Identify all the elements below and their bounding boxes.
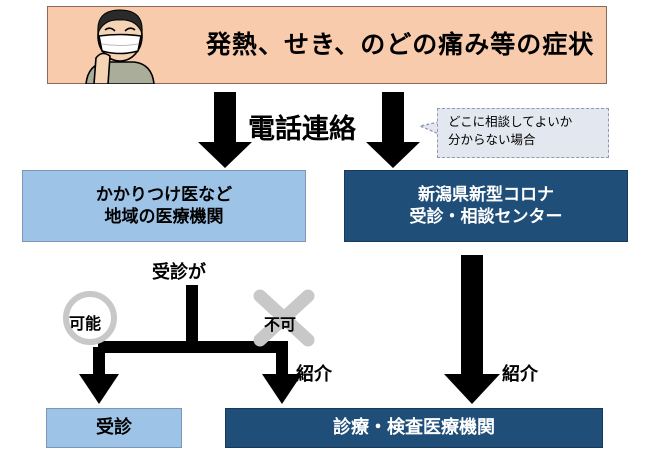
exam-facility-box: 診療・検査医療機関: [225, 408, 603, 448]
arrow-phone-right: [366, 92, 420, 168]
phone-contact-label: 電話連絡: [248, 114, 356, 145]
arrow-center-to-exam: [444, 255, 500, 404]
symptoms-box: 発熱、せき、のどの痛み等の症状: [47, 6, 607, 84]
stem-visit: [186, 285, 198, 347]
impossible-label: 不可: [264, 315, 297, 334]
clinic-line-1: かかりつけ医など: [95, 184, 233, 205]
referral-label-left: 紹介: [296, 364, 332, 385]
visit-question-label: 受診が: [152, 262, 206, 283]
consultation-box: 受診: [46, 408, 182, 448]
center-line-1: 新潟県新型コロナ: [418, 184, 554, 205]
consultation-center-box: 新潟県新型コロナ 受診・相談センター: [344, 170, 628, 242]
arrow-to-consultation: [79, 347, 119, 404]
arrow-to-exam-left: [262, 347, 302, 404]
possible-circle-icon: [63, 291, 117, 345]
center-line-2: 受診・相談センター: [409, 207, 563, 227]
sick-person-icon: [85, 9, 155, 84]
possible-label: 可能: [69, 314, 102, 333]
callout-line-1: どこに相談してよいか: [448, 114, 573, 129]
impossible-cross-icon: [253, 289, 315, 347]
clinic-box: かかりつけ医など 地域の医療機関: [22, 170, 306, 242]
arrow-phone-left: [198, 92, 252, 168]
callout-note: どこに相談してよいか 分からない場合: [437, 108, 609, 158]
symptoms-text: 発熱、せき、のどの痛み等の症状: [206, 30, 595, 59]
callout-pointer: [417, 121, 440, 135]
referral-label-right: 紹介: [502, 364, 538, 385]
branch-horizontal: [98, 341, 288, 353]
clinic-line-2: 地域の医療機関: [104, 207, 224, 227]
callout-line-2: 分からない場合: [448, 132, 536, 148]
